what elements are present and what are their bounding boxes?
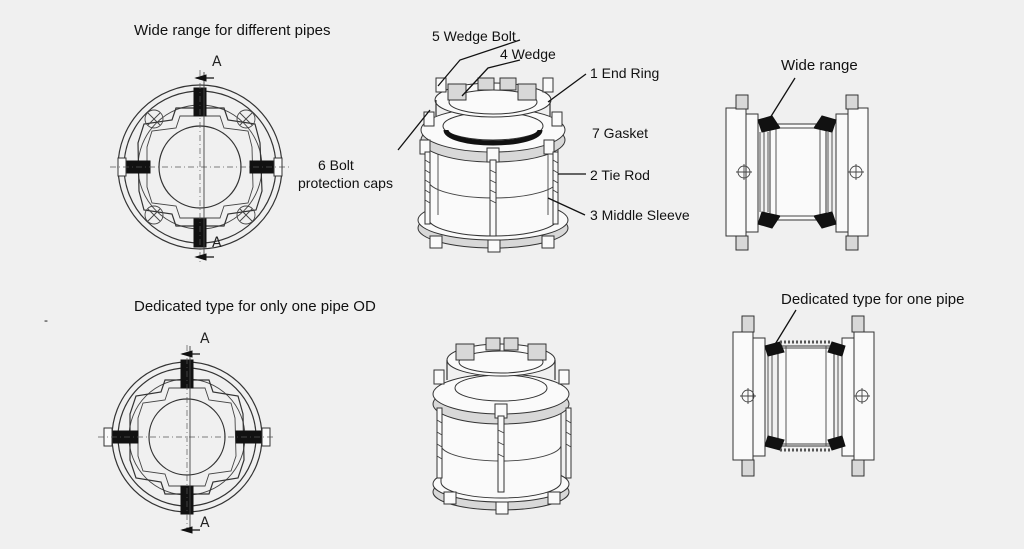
isometric-assembly-dedicated xyxy=(432,337,572,515)
section-view-wide-range xyxy=(725,77,869,251)
section-mark-a-bottom-dedicated: A xyxy=(200,515,210,531)
front-view-dedicated: A A xyxy=(98,331,276,534)
label-wedge: 4 Wedge xyxy=(500,46,556,62)
isometric-assembly-wide-range xyxy=(397,39,587,253)
heading-dedicated-type-one-pipe: Dedicated type for one pipe xyxy=(781,291,964,308)
heading-dedicated-type-one-od: Dedicated type for only one pipe OD xyxy=(134,298,376,315)
label-bolt-caps-line2: protection caps xyxy=(298,175,393,191)
heading-wide-range: Wide range xyxy=(781,57,858,74)
label-middle-sleeve: 3 Middle Sleeve xyxy=(590,207,690,223)
heading-wide-range-for-pipes: Wide range for different pipes xyxy=(134,22,331,39)
section-mark-a-bottom: A xyxy=(212,235,222,251)
label-bolt-caps-line1: 6 Bolt xyxy=(318,157,354,173)
front-view-wide-range: A A xyxy=(110,54,290,262)
section-mark-a-top: A xyxy=(212,54,222,70)
section-mark-a-top-dedicated: A xyxy=(200,331,210,347)
label-end-ring: 1 End Ring xyxy=(590,65,659,81)
section-view-dedicated xyxy=(732,309,875,477)
dash-mark: - xyxy=(44,313,48,327)
label-wedge-bolt: 5 Wedge Bolt xyxy=(432,28,516,44)
label-tie-rod: 2 Tie Rod xyxy=(590,167,650,183)
label-gasket: 7 Gasket xyxy=(592,125,648,141)
